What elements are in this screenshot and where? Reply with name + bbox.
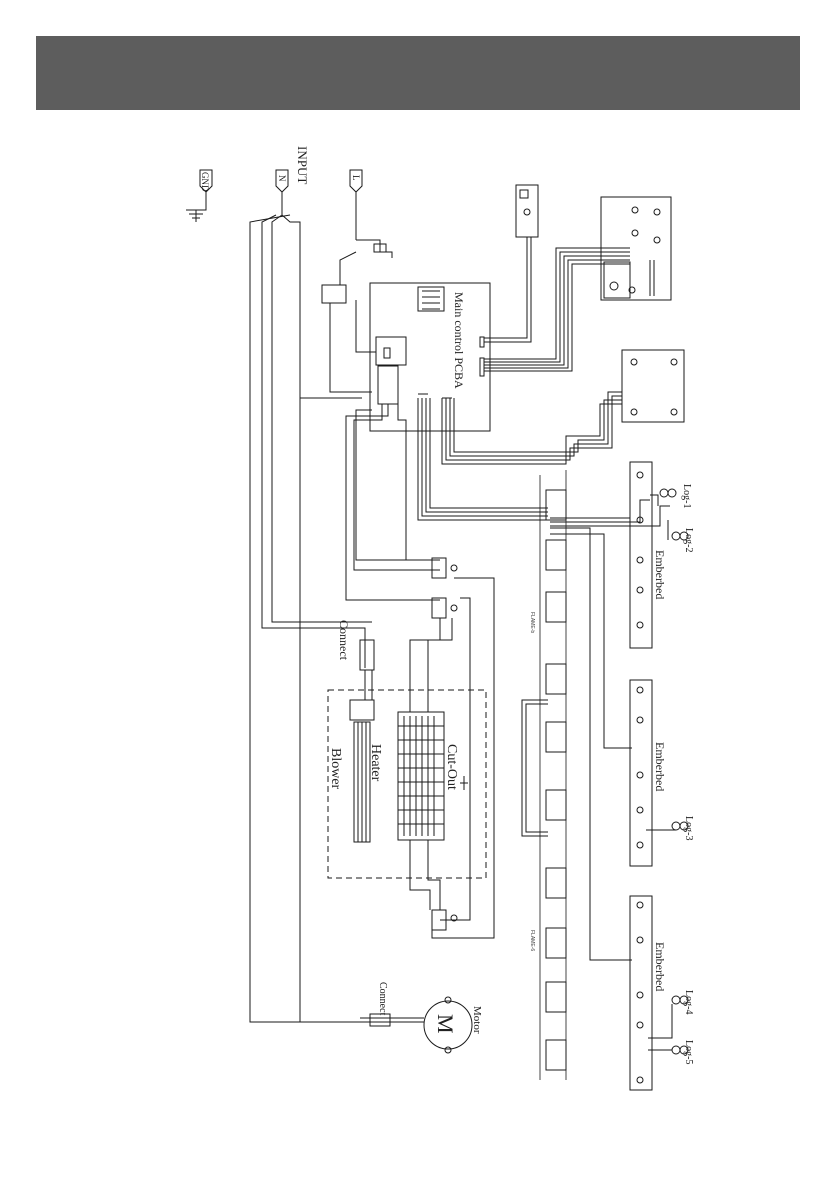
motor-connect [370,1014,390,1026]
display-module-1 [516,185,538,237]
heater-enclosure [328,690,486,878]
neutral-label: N [277,175,287,182]
gnd-label: GND [200,172,210,192]
heater [398,712,444,840]
emberbed3-label: Emberbed [653,942,667,991]
connect-label: Connect [337,620,351,661]
live-plug [350,170,362,240]
log5-label: Log-5 [683,1040,694,1064]
emberbed1-label: Emberbed [653,550,667,599]
cutout-label: Cut-Out [444,744,459,790]
log4-label: Log-4 [683,990,694,1014]
motor-symbol: M [433,1014,458,1034]
log3-label: Log-3 [683,816,694,840]
power-switch [322,285,346,303]
emberbed-1 [630,462,652,648]
motor-label: Motor [471,1006,483,1034]
blower-label: Blower [328,748,343,790]
flame-b-label: FLAME-b [529,612,535,633]
connect-block [360,640,374,670]
live-label: L [351,175,361,181]
emberbed-2 [630,680,652,866]
heater-label: Heater [368,744,383,782]
log1-label: Log-1 [681,484,692,508]
flame-6-label: FLAME-6 [529,930,535,951]
log2-label: Log-2 [683,528,694,552]
input-label: INPUT [295,146,310,184]
motor-connect-label: Connect [377,982,388,1016]
emberbed2-label: Emberbed [653,742,667,791]
emberbed-3 [630,896,652,1090]
pcba-label: Main control PCBA [452,292,466,389]
